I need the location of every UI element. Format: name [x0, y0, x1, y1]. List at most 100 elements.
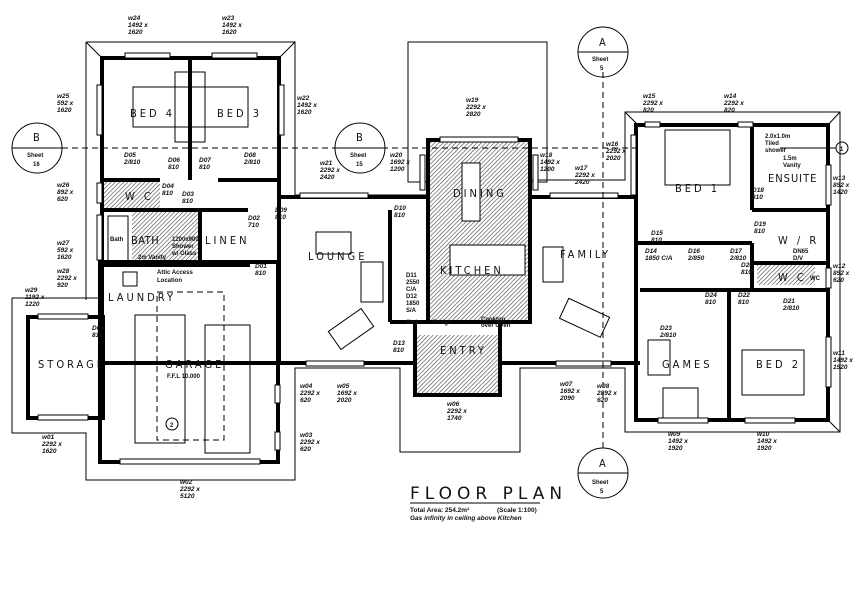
door-tag-line: D10	[394, 205, 406, 212]
door-tag-line: D04	[162, 183, 174, 190]
pantry-label: C/A	[406, 287, 417, 293]
door-tag-line: 810	[275, 214, 286, 221]
window-tag-line: w26	[57, 182, 70, 189]
window-openings[interactable]	[37, 52, 832, 465]
window-tag-line: 1620	[42, 448, 57, 455]
door-tag-line: D14	[645, 248, 657, 255]
room-lounge: LOUNGE	[308, 250, 367, 263]
total-area: Total Area: 254.2m²	[410, 507, 470, 514]
door-tag-line: D21	[783, 298, 795, 305]
window-tag-line: 2020	[336, 397, 352, 404]
door-tag-line: 2/810	[123, 159, 141, 166]
door-tag-line: 810	[738, 299, 749, 306]
cooktop-label: over Oven	[481, 323, 511, 329]
window-tag-line: 892 x	[57, 189, 74, 196]
room-storage: STORAGE	[38, 358, 106, 371]
window-tag-line: w07	[560, 381, 573, 388]
door-tag-line: D06	[168, 157, 180, 164]
window-tag-line: 2292 x	[465, 104, 486, 111]
window-tag-line: w04	[300, 383, 313, 390]
window-tag-line: 2292 x	[299, 439, 320, 446]
window-tag-line: 2420	[319, 174, 335, 181]
window-tag-line: 920	[57, 282, 68, 289]
section-marker-a-top[interactable]: A Sheet 5	[577, 26, 629, 78]
window-tag-line: w05	[337, 383, 350, 390]
window-tag-line: w11	[833, 350, 845, 357]
pantry-label: 1850	[406, 301, 420, 307]
section-marker-b-mid[interactable]: B Sheet 15	[334, 122, 386, 174]
window-tag-line: 2292 x	[179, 486, 200, 493]
room-family: FAMILY	[560, 248, 611, 261]
plan-title: FLOOR PLAN	[410, 484, 567, 504]
ensuite-vanity-label: Vanity	[783, 163, 801, 169]
pantry-label: D12	[406, 294, 418, 300]
gas-note: Gas infinity in ceiling above Kitchen	[410, 515, 522, 522]
window-tag-line: 2292 x	[41, 441, 62, 448]
window-tag-line: 1620	[57, 254, 72, 261]
window-tag-line: 1492 x	[128, 22, 148, 29]
door-tag-line: D19	[754, 221, 766, 228]
window-tag-line: 1492 x	[222, 22, 242, 29]
door-tag-line: 810	[741, 269, 752, 276]
window-tag-line: 1492 x	[757, 438, 777, 445]
window-tag-line: w23	[222, 15, 235, 22]
scale: (Scale 1:100)	[497, 507, 537, 514]
section-letter: B	[33, 131, 43, 144]
room-labels: BED 4 BED 3 W C BATH LINEN LAUNDRY STORA…	[38, 107, 819, 380]
window-tag-line: 1492 x	[668, 438, 688, 445]
window-tag-line: 820	[643, 107, 654, 114]
window-tag-line: 2292 x	[605, 148, 626, 155]
furniture	[107, 71, 805, 454]
window-tag-line: 1200	[390, 166, 405, 173]
door-tag-line: 810	[199, 164, 210, 171]
grid-marker-2: 2	[165, 417, 179, 431]
room-wr: W / R	[778, 234, 819, 247]
vanity-label: 2m Vanity	[138, 255, 167, 261]
section-marker-a-bottom[interactable]: A Sheet 5	[577, 447, 629, 499]
window-tag-line: 1200	[540, 166, 555, 173]
window-tag-line: w13	[833, 175, 846, 182]
door-tag-line: 810	[651, 237, 662, 244]
sheet-number: 15	[356, 162, 363, 168]
door-tag-line: 810	[705, 299, 716, 306]
room-bed4: BED 4	[130, 107, 175, 120]
window-tag-line: 892 x	[833, 270, 850, 277]
door-tag-line: 810	[754, 228, 765, 235]
fridge-label: Fridge	[433, 320, 452, 326]
shower-label: Shower	[172, 244, 194, 250]
dn65-label: DN65	[793, 249, 809, 255]
window-tag-line: w27	[57, 240, 70, 247]
pantry-label: 2550	[406, 280, 420, 286]
window-tag-line: w20	[390, 152, 403, 159]
window-tag-line: w22	[297, 95, 310, 102]
fixture-labels: Bath 2m Vanity 1200x900 Shower w/ Glass …	[110, 134, 821, 329]
door-tag-line: 2/810	[782, 305, 800, 312]
window-tag-line: 2020	[605, 155, 621, 162]
window-tag-line: w17	[575, 165, 588, 172]
attic-access-label: Attic Access	[157, 270, 193, 276]
window-tag-line: 1692 x	[390, 159, 410, 166]
window-tag-line: 2292 x	[299, 390, 320, 397]
window-tag-line: 1620	[222, 29, 237, 36]
garage-ffl: F.F.L 10.000	[167, 374, 201, 380]
section-marker-b-left[interactable]: B Sheet 16	[11, 122, 63, 174]
